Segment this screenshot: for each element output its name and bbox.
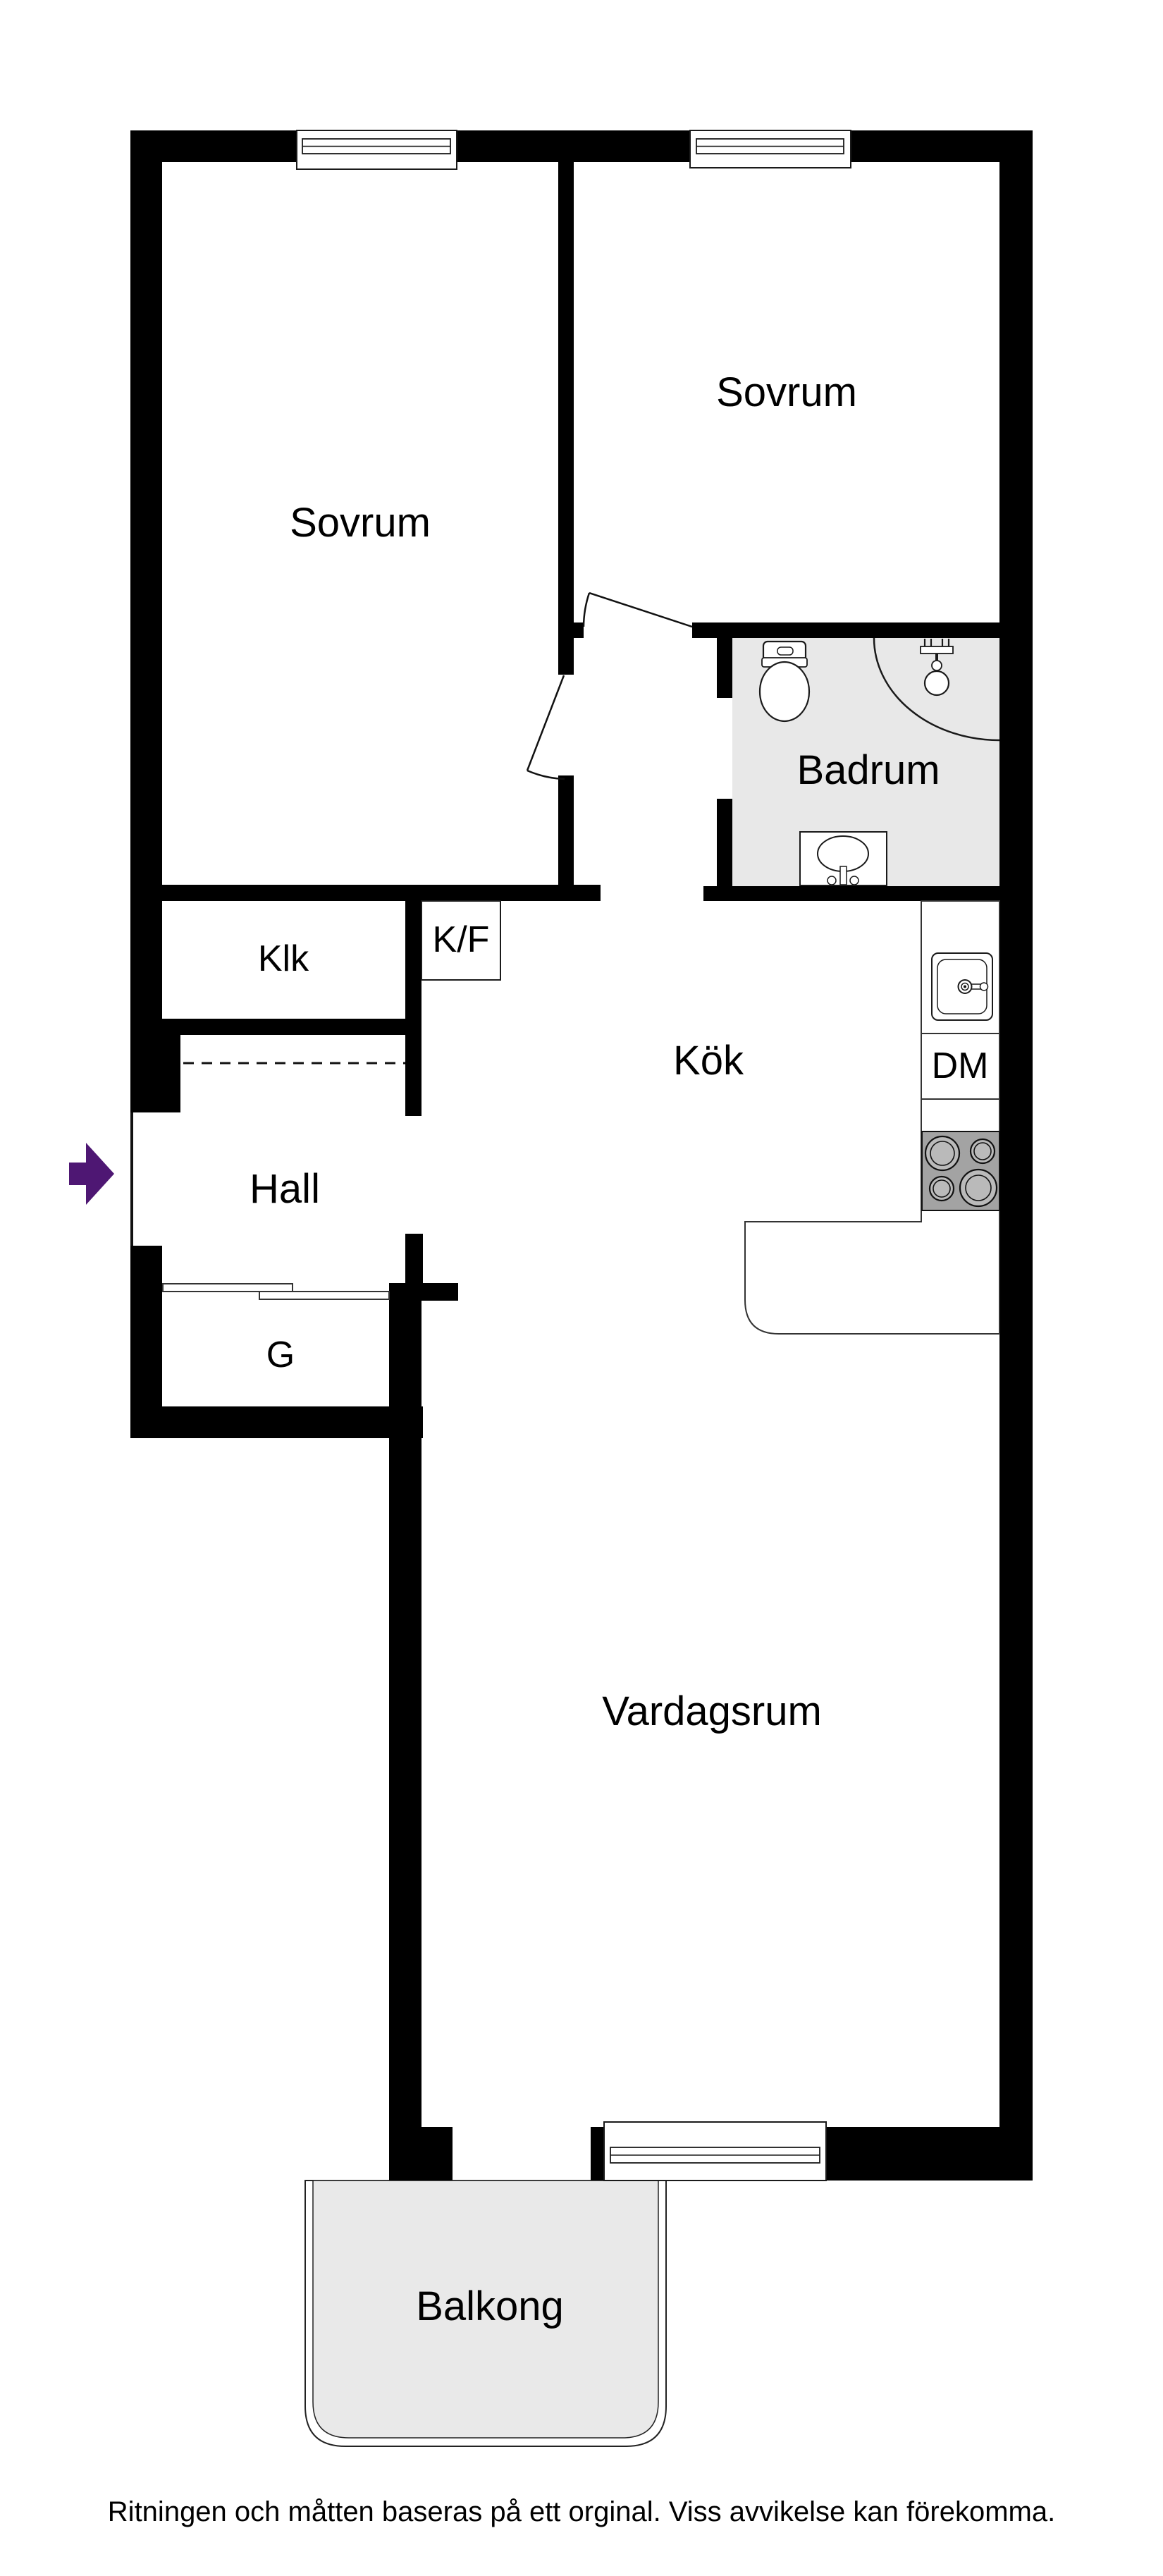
door-swing-sovrum1	[526, 675, 565, 780]
stove-icon	[921, 1131, 1000, 1211]
wall-bathroom-left-lower	[717, 799, 732, 886]
wall-bathroom-top	[692, 622, 999, 638]
wall-balcony-door-jamb	[591, 2127, 604, 2181]
wall-g-door-nub	[389, 1283, 458, 1301]
room-label-sovrum2: Sovrum	[716, 369, 857, 415]
door-swing-sovrum2	[582, 591, 693, 628]
room-label-badrum: Badrum	[796, 747, 940, 793]
room-label-kok: Kök	[673, 1038, 744, 1084]
wall-top	[130, 130, 1033, 162]
wall-vardagsrum-left	[389, 1301, 421, 2127]
wall-sovrum1-bottom	[130, 885, 601, 901]
washbasin-icon	[799, 831, 887, 886]
wall-bathroom-left-upper	[717, 638, 732, 698]
wall-bedroom-divider-lower	[558, 775, 574, 901]
entrance-arrow-icon	[69, 1143, 114, 1205]
wall-left-lower	[130, 1246, 162, 1438]
room-label-sovrum1: Sovrum	[290, 500, 431, 546]
wall-right	[999, 130, 1033, 2181]
room-label-dm: DM	[931, 1045, 989, 1086]
disclaimer-text: Ritningen och måtten baseras på ett orgi…	[107, 2496, 1056, 2527]
wall-hall-right	[405, 1234, 423, 1285]
wall-bedroom-divider-upper	[558, 162, 574, 675]
window-icon-vardagsrum	[603, 2121, 827, 2181]
room-label-vardagsrum: Vardagsrum	[602, 1688, 822, 1734]
room-label-g: G	[266, 1335, 295, 1375]
wall-klk-bottom	[130, 1019, 421, 1035]
sliding-door-icon	[162, 1283, 390, 1300]
wall-bottom-corner	[389, 2127, 453, 2181]
wall-left-upper	[130, 130, 162, 1112]
room-label-klk: Klk	[257, 938, 309, 979]
kitchen-sink-icon	[931, 952, 993, 1021]
wall-g-bottom	[130, 1406, 423, 1438]
wall-entrance-pilaster	[162, 1019, 180, 1112]
wall-bathroom-bottom	[703, 886, 999, 901]
room-label-hall: Hall	[250, 1166, 320, 1212]
shower-icon	[873, 637, 1000, 742]
room-label-kf: K/F	[432, 919, 490, 960]
wall-bottom-right	[826, 2127, 999, 2181]
wall-bedroom-divider-stub	[558, 622, 584, 638]
room-label-balkong: Balkong	[416, 2283, 564, 2329]
kitchen-counter	[744, 900, 1000, 1335]
wall-kf-left	[405, 901, 421, 1116]
entrance-door-line	[130, 1112, 133, 1246]
toilet-icon	[758, 640, 811, 723]
